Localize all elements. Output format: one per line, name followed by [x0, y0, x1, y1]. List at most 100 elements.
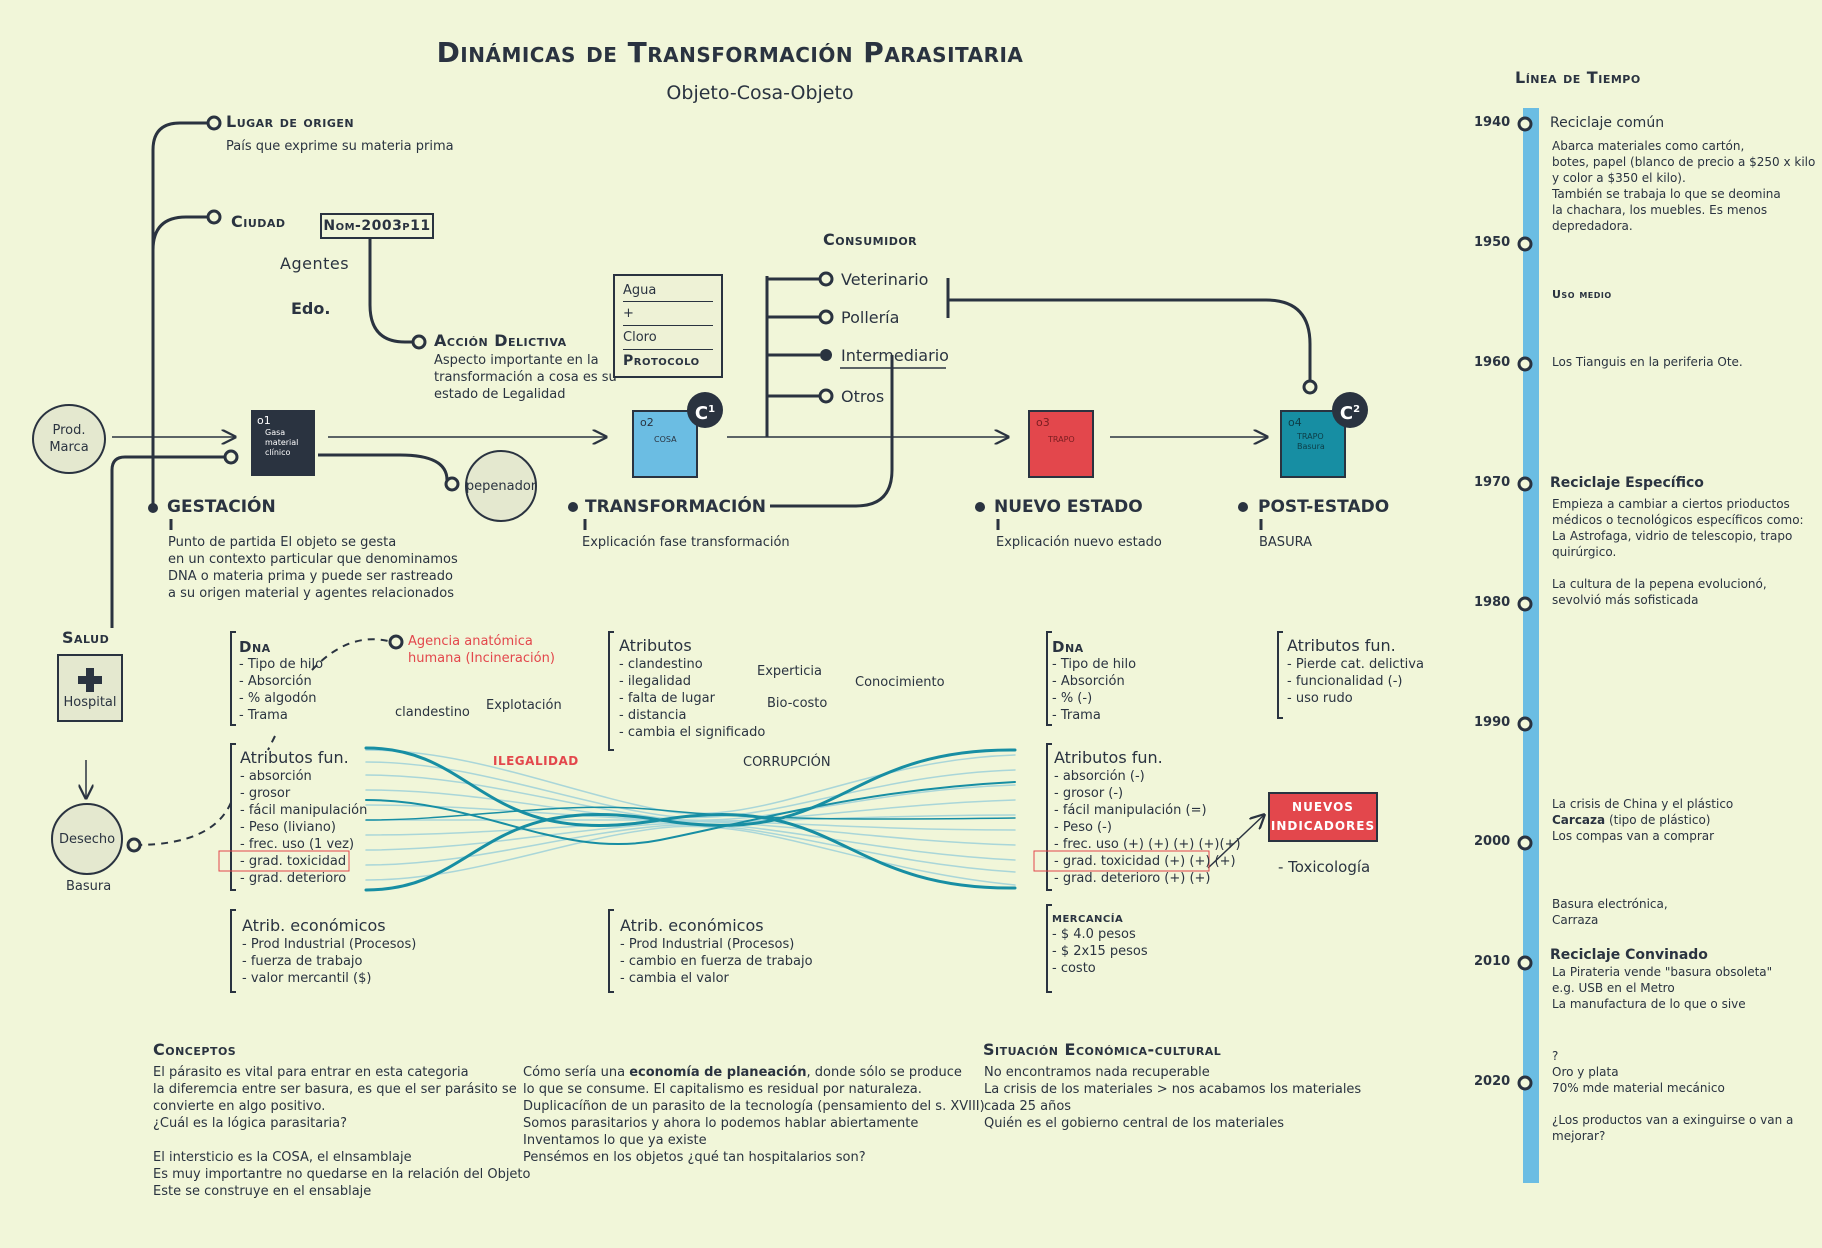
pepenador-line	[318, 453, 449, 481]
prod-marca-node: Prod. Marca	[32, 404, 106, 474]
o1-code: o1	[257, 414, 271, 427]
protocol-agua: Agua	[623, 280, 713, 302]
atrib-fun-right: Atributos fun. - absorción (-) - grosor …	[1054, 748, 1241, 887]
event-2000: La crisis de China y el plástico Carcaza…	[1552, 796, 1733, 844]
dna-right-item: - Absorción	[1052, 674, 1125, 689]
econ-left-item: - Prod Industrial (Procesos)	[242, 937, 417, 952]
hospital-box: Hospital	[57, 654, 123, 722]
lugar-desc: País que exprime su materia prima	[226, 139, 454, 154]
year-1950: 1950	[1474, 235, 1511, 250]
econ-mid: Atrib. económicos - Prod Industrial (Pro…	[620, 916, 813, 987]
econ-left-title: Atrib. económicos	[242, 916, 386, 935]
o1-box: o1 Gasa material clínico	[251, 410, 315, 476]
accion-desc: Aspecto importante en la transformación …	[434, 353, 617, 402]
stage-gestacion-desc: Punto de partida El objeto se gesta en u…	[168, 535, 458, 601]
atributos-mid-item: - distancia	[619, 708, 687, 723]
atrib-fun-left-item: - absorción	[240, 769, 312, 784]
year-1940: 1940	[1474, 115, 1511, 130]
o3-box: o3 TRAPO	[1028, 410, 1094, 478]
nuevos-indicadores-box: NUEVOS INDICADORES	[1268, 792, 1378, 842]
atributos-mid: Atributos - clandestino - ilegalidad - f…	[619, 636, 765, 741]
atributos-mid-item: - clandestino	[619, 657, 703, 672]
timeline-nodes	[1517, 116, 1533, 1091]
o2-box: o2 COSA	[632, 410, 698, 478]
atrib-fun-far-item: - uso rudo	[1287, 691, 1353, 706]
o3-code: o3	[1036, 416, 1050, 429]
dna-right-item: - Tipo de hilo	[1052, 657, 1137, 672]
intermediario-line	[770, 355, 894, 508]
dna-left-item: - Absorción	[239, 674, 312, 689]
c1-sup: 1	[708, 404, 716, 415]
mercancia-item: - $ 2x15 pesos	[1052, 944, 1148, 959]
atrib-fun-right-item: - grosor (-)	[1054, 786, 1124, 801]
atrib-fun-right-item: - grad. toxicidad (+) (+) (+)	[1054, 854, 1236, 869]
year-1990: 1990	[1474, 715, 1511, 730]
float-experticia: Experticia	[757, 664, 822, 679]
stage-post-desc: BASURA	[1259, 535, 1312, 550]
atrib-fun-left-item: - grad. deterioro	[240, 871, 347, 886]
event-1940-title: Reciclaje común	[1550, 115, 1665, 131]
veterinario-c2-line	[946, 278, 1312, 381]
consumidor-veterinario: Veterinario	[841, 270, 929, 289]
dna-right-item: - % (-)	[1052, 691, 1093, 706]
float-clandestino: clandestino	[395, 705, 470, 720]
event-2010-text: La Pirateria vende "basura obsoleta" e.g…	[1552, 965, 1773, 1011]
edo-label: Edo.	[291, 299, 331, 318]
trunk-ciudad-line	[151, 215, 208, 251]
consumidor-intermediario: Intermediario	[841, 346, 949, 365]
agentes-label: Agentes	[280, 254, 350, 273]
event-2000-a: La crisis de China y el plástico	[1552, 797, 1734, 811]
dna-left-item: - Trama	[239, 708, 288, 723]
hospital-label: Hospital	[63, 695, 117, 710]
o4-code: o4	[1288, 416, 1302, 429]
stage-nuevo-title: NUEVO ESTADO	[994, 497, 1143, 517]
float-conocimiento: Conocimiento	[855, 675, 945, 690]
econ-mid-title: Atrib. económicos	[620, 916, 764, 935]
event-1940-text: Abarca materiales como cartón, botes, pa…	[1552, 139, 1816, 233]
atrib-fun-left-item: - frec. uso (1 vez)	[240, 837, 355, 852]
atrib-fun-right-item: - fácil manipulación (=)	[1054, 803, 1207, 818]
timeline-bar	[1523, 108, 1539, 1183]
consumidor-polleria: Pollería	[841, 308, 900, 327]
stage-gestacion-title: GESTACIÓN	[167, 497, 276, 517]
atrib-fun-left: Atributos fun. - absorción - grosor - fá…	[240, 748, 367, 887]
conceptos-col2-pre: Cómo sería una	[523, 1065, 630, 1080]
dna-right-item: - Trama	[1052, 708, 1101, 723]
o2-label: COSA	[654, 435, 677, 444]
toxicologia-label: - Toxicología	[1278, 858, 1371, 876]
atributos-mid-item: - cambia el significado	[619, 725, 766, 740]
year-1960: 1960	[1474, 355, 1511, 370]
mercancia: mercancía - $ 4.0 pesos - $ 2x15 pesos -…	[1052, 910, 1148, 977]
float-ilegalidad: ILEGALIDAD	[493, 754, 579, 768]
situacion-text: No encontramos nada recuperable La crisi…	[984, 1065, 1362, 1131]
conceptos-title: Conceptos	[153, 1040, 237, 1059]
float-biocosto: Bio-costo	[767, 696, 828, 711]
event-1970-title: Reciclaje Específico	[1550, 475, 1704, 491]
c2-sup: 2	[1353, 404, 1361, 415]
year-1980: 1980	[1474, 595, 1511, 610]
atributos-mid-item: - falta de lugar	[619, 691, 715, 706]
event-2000-c: Los compas van a comprar	[1552, 829, 1715, 843]
event-1950: Uso medio	[1552, 288, 1612, 301]
nom-accion-line	[368, 238, 413, 344]
o3-label: TRAPO	[1048, 435, 1075, 444]
mercancia-item: - costo	[1052, 961, 1096, 976]
event-2000-b1: Carcaza	[1552, 813, 1606, 827]
conceptos-col2-rest: lo que se consume. El capitalismo es res…	[523, 1082, 985, 1165]
atrib-fun-left-item: - grosor	[240, 786, 291, 801]
c1-letter: C	[694, 403, 709, 424]
atrib-fun-left-item: - fácil manipulación	[240, 803, 368, 818]
desecho-node: Desecho	[51, 803, 123, 875]
stage-nuevo-desc: Explicación nuevo estado	[996, 535, 1162, 550]
o4-label: TRAPO Basura	[1297, 432, 1325, 451]
event-2020: ? Oro y plata 70% mde material mecánico …	[1552, 1049, 1794, 1143]
event-2000-b2: (tipo de plástico)	[1605, 813, 1711, 827]
basura-label: Basura	[66, 879, 112, 894]
nom-tag: Nom-2003p11	[320, 213, 434, 239]
atrib-fun-far-item: - funcionalidad (-)	[1287, 674, 1403, 689]
c2-letter: C	[1339, 403, 1354, 424]
page-title: Dinámicas de Transformación Parasitaria	[436, 36, 1024, 69]
timeline-title: Línea de Tiempo	[1515, 68, 1641, 87]
year-1970: 1970	[1474, 475, 1511, 490]
